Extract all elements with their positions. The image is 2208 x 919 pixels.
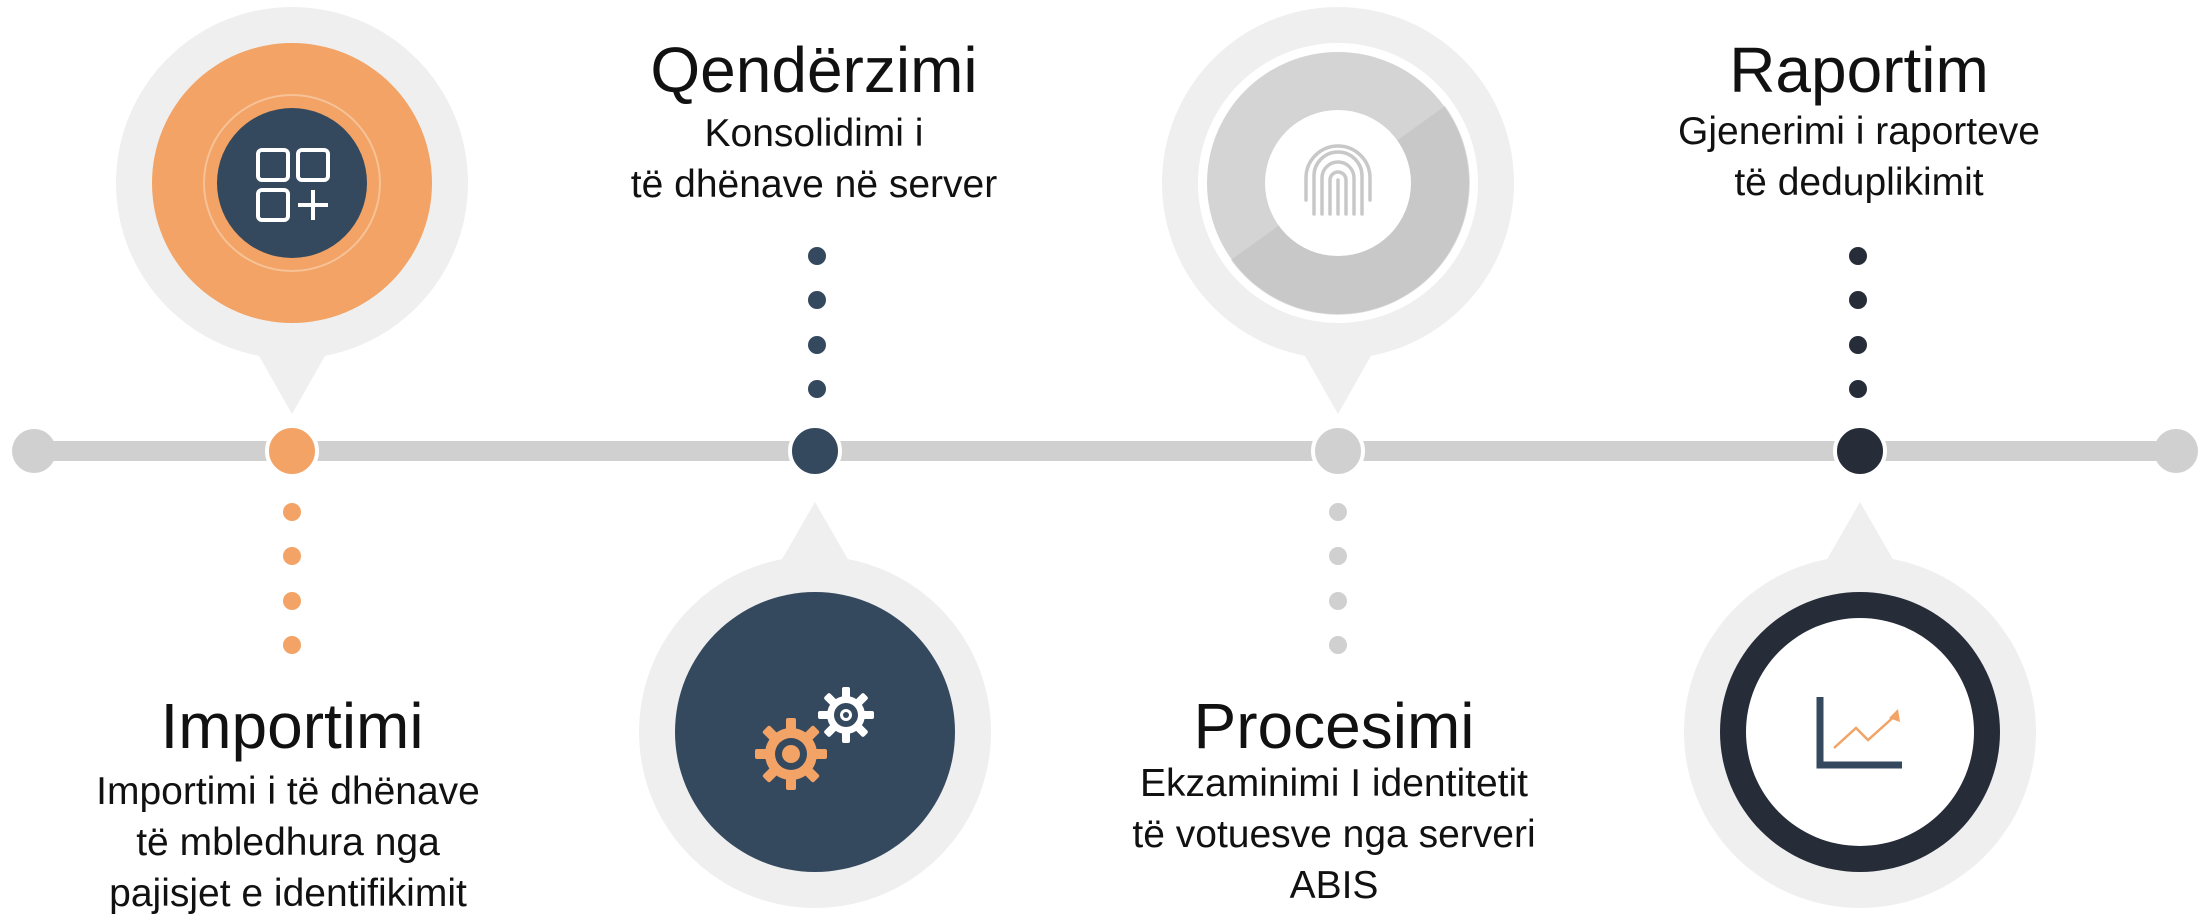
trend-chart-icon: [1816, 697, 1902, 769]
large-gear-icon: [755, 718, 827, 790]
step-desc-line: të dhënave në server: [630, 163, 998, 206]
pin-importimi: [116, 7, 468, 414]
step-desc-line: ABIS: [1289, 864, 1379, 907]
dots-raportim: [1849, 247, 1867, 398]
gears-icon: [755, 687, 874, 790]
step-desc-line: Konsolidimi i: [704, 112, 924, 155]
node-procesimi: [1311, 424, 1365, 478]
step-title-procesimi: Procesimi: [1193, 690, 1475, 762]
step-desc-line: Importimi i të dhënave: [96, 770, 480, 813]
step-title-qendrzimi: Qendërzimi: [650, 34, 978, 106]
timeline-start-cap: [12, 429, 56, 473]
node-qendrzimi: [788, 424, 842, 478]
step-desc-line: Gjenerimi i raporteve: [1678, 110, 2040, 153]
step-desc-line: të votuesve nga serveri: [1132, 813, 1536, 856]
pin-raportim: [1684, 502, 2036, 908]
dots-procesimi: [1329, 503, 1347, 654]
step-desc-importimi: Importimi i të dhënave të mbledhura nga …: [0, 766, 608, 919]
step-desc-line: të deduplikimit: [1734, 161, 1984, 204]
pin-qendrzimi: [639, 502, 991, 908]
step-title-importimi: Importimi: [160, 690, 424, 762]
small-gear-icon: [818, 687, 874, 743]
dots-qendrzimi: [808, 247, 826, 398]
step-desc-line: të mbledhura nga: [136, 821, 440, 864]
step-desc-line: pajisjet e identifikimit: [109, 872, 467, 915]
node-importimi: [265, 424, 319, 478]
apps-add-icon: [256, 148, 330, 222]
step-desc-line: Ekzaminimi I identitetit: [1140, 762, 1528, 805]
dots-importimi: [283, 503, 301, 654]
step-title-raportim: Raportim: [1729, 34, 1989, 106]
timeline-end-cap: [2154, 429, 2198, 473]
step-desc-raportim: Gjenerimi i raporteve të deduplikimit: [1539, 106, 2179, 208]
pin-procesimi: [1162, 7, 1514, 414]
step-desc-qendrzimi: Konsolidimi i të dhënave në server: [494, 108, 1134, 210]
node-raportim: [1833, 424, 1887, 478]
step-desc-procesimi: Ekzaminimi I identitetit të votuesve nga…: [1014, 758, 1654, 911]
fingerprint-icon: [1304, 144, 1372, 216]
